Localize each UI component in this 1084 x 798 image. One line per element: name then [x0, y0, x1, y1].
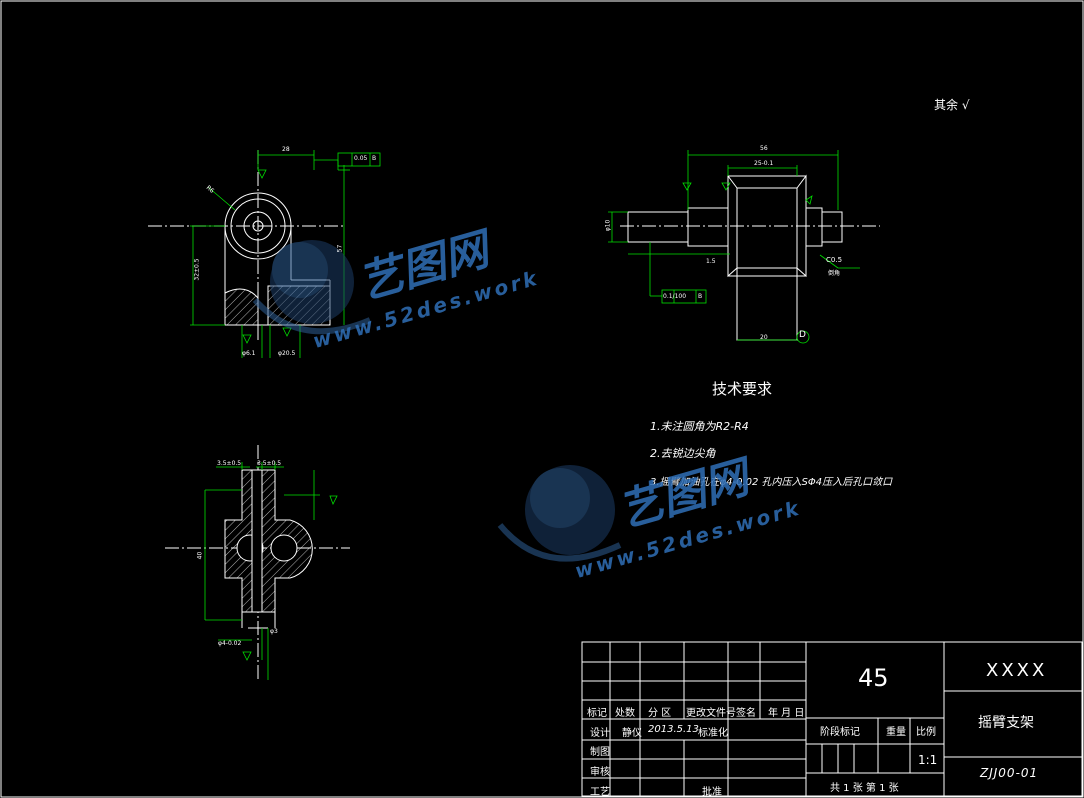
- dim-sec-w1: 3.5±0.5: [217, 460, 242, 467]
- dim-side-mid: 25-0.1: [754, 160, 774, 167]
- process-label: 工艺: [590, 787, 610, 798]
- dim-front-h2: 57: [336, 244, 344, 253]
- dim-front-tol: 0.05: [354, 155, 368, 162]
- dim-sec-w2: 3.5±0.5: [257, 460, 282, 467]
- dim-front-d1: φ6.1: [242, 350, 256, 357]
- tech-item-1: 1.未注圆角为R2-R4: [650, 420, 749, 433]
- watermark-globe-2: [497, 465, 622, 562]
- header-zone: 分 区: [648, 708, 672, 719]
- dim-side-tol-ref: B: [698, 293, 703, 300]
- standardize-label: 标准化: [698, 728, 728, 739]
- dim-front-d2: φ20.5: [278, 350, 296, 357]
- side-view: [620, 174, 880, 341]
- dim-side-tol: 0.1/100: [663, 293, 687, 300]
- check-label: 审核: [590, 767, 610, 778]
- dim-sec-h: 40: [196, 551, 204, 560]
- dim-side-len: 56: [760, 145, 768, 152]
- dim-side-bot: 20: [760, 334, 768, 341]
- design-label: 设计: [590, 728, 610, 739]
- draw-label: 制图: [590, 747, 610, 758]
- dim-side-ref: D: [799, 330, 806, 340]
- section-view: [165, 445, 350, 680]
- weight-label: 重量: [886, 727, 906, 738]
- watermark-globe-1: [252, 240, 372, 335]
- header-date: 年 月 日: [768, 708, 805, 719]
- scale-value: 1:1: [918, 753, 938, 767]
- side-dimensions: [608, 150, 860, 344]
- dim-sec-d: φ4-0.02: [218, 640, 242, 647]
- designer: 静仪: [622, 728, 642, 739]
- dim-side-c: C0.5: [826, 256, 843, 264]
- roughness-note: 其余 √: [934, 98, 970, 112]
- material: 45: [858, 664, 889, 692]
- stage-label: 阶段标记: [820, 727, 860, 738]
- tech-title: 技术要求: [712, 380, 773, 398]
- sheet-info: 共 1 张 第 1 张: [830, 783, 899, 794]
- part-name: 摇臂支架: [978, 715, 1034, 731]
- company: XXXX: [986, 660, 1048, 681]
- approve-label: 批准: [702, 787, 722, 798]
- tech-item-2: 2.去锐边尖角: [650, 447, 716, 460]
- dim-front-top: 28: [282, 146, 290, 153]
- section-dimensions: [204, 462, 338, 680]
- dim-front-tol-ref: B: [372, 155, 377, 162]
- header-sign: 签名: [736, 708, 756, 719]
- dim-side-15: 1.5: [706, 258, 716, 265]
- header-mark: 标记: [587, 708, 607, 719]
- design-date: 2013.5.13: [648, 724, 699, 735]
- dim-sec-d2: φ3: [270, 628, 278, 635]
- title-block: [581, 641, 1083, 797]
- tech-item-3: 3.摇臂加油孔在φ4-0.02 孔内压入SΦ4压入后孔口敛口: [650, 477, 893, 488]
- scale-label: 比例: [916, 727, 936, 738]
- dim-side-d: φ10: [604, 219, 612, 232]
- dim-side-c2: 倒角: [828, 270, 841, 277]
- header-count: 处数: [615, 708, 635, 719]
- dim-front-h1: 32±0.5: [193, 258, 201, 281]
- header-change-doc: 更改文件号: [686, 708, 736, 719]
- drawing-no: ZJJ00-01: [980, 766, 1039, 780]
